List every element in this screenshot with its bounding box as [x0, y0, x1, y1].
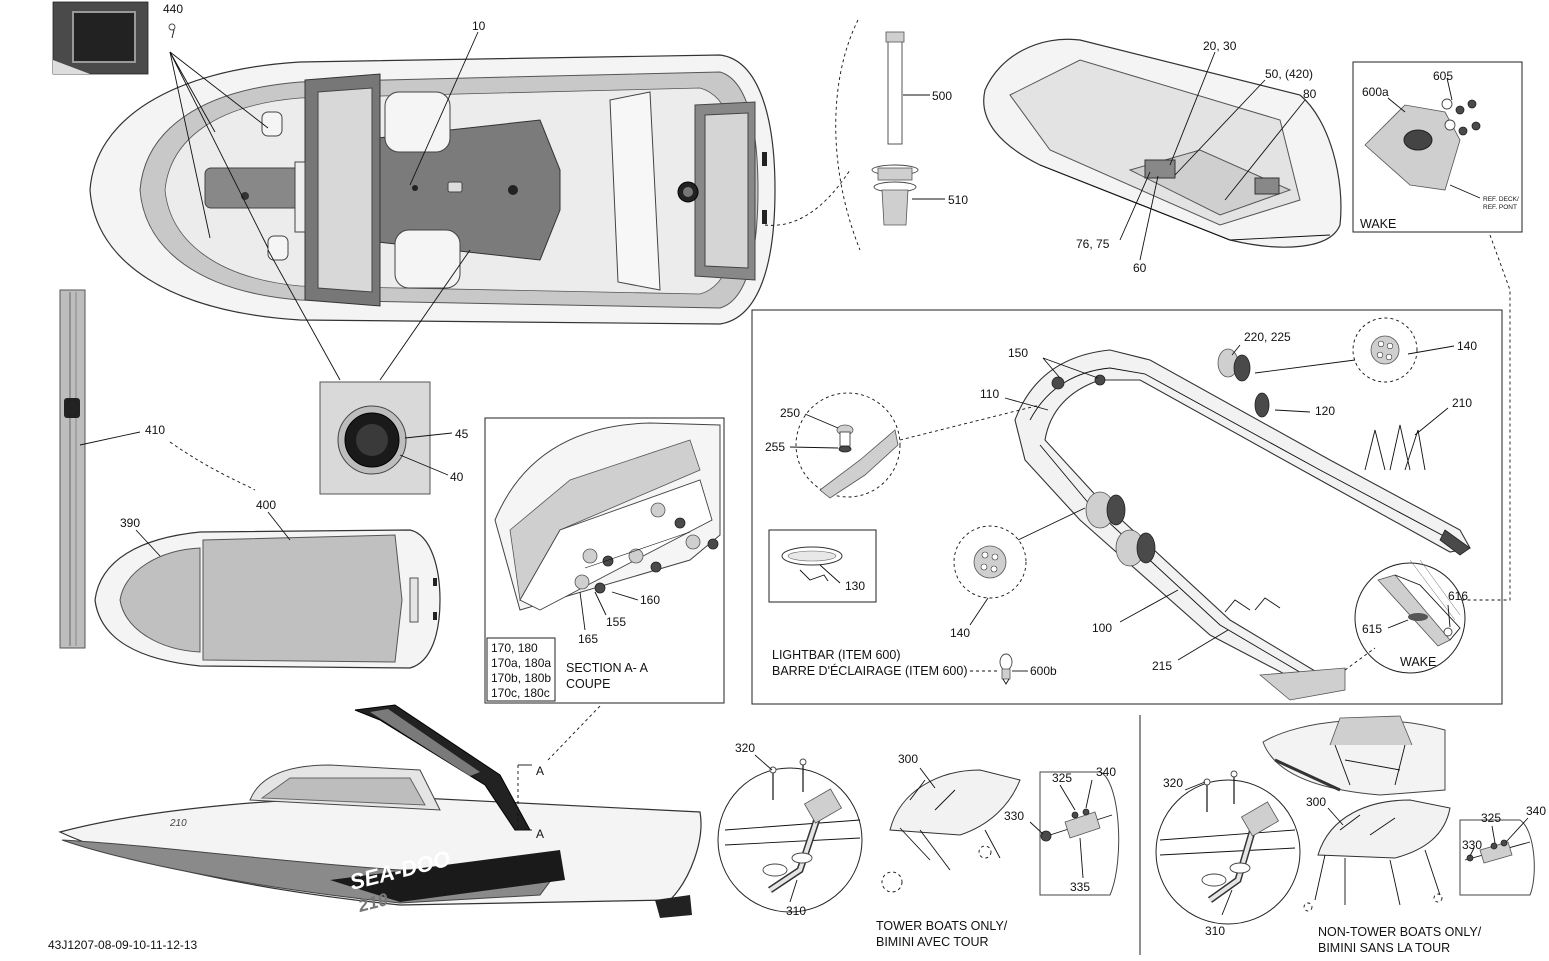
label-605: 605: [1433, 69, 1453, 83]
inset-440: [52, 1, 176, 75]
tower-box: [751, 309, 1503, 705]
tower-caption-2: BIMINI AVEC TOUR: [876, 935, 989, 949]
section-mark-bottom: A: [536, 827, 544, 841]
label-160: 160: [640, 593, 660, 607]
label-250: 250: [780, 406, 800, 420]
label-440: 440: [163, 2, 183, 16]
bimini-nontower-detail: [1155, 770, 1301, 925]
label-50-420: 50, (420): [1265, 67, 1313, 81]
variant-3: 170b, 180b: [491, 671, 551, 685]
label-615: 615: [1362, 622, 1382, 636]
document-code: 43J1207-08-09-10-11-12-13: [48, 938, 198, 952]
bimini-tower-frame: [881, 769, 1021, 893]
ref-deck-1: REF. DECK/: [1483, 196, 1519, 203]
label-140-top: 140: [1457, 339, 1477, 353]
label-325-nontower: 325: [1481, 811, 1501, 825]
label-340-tower: 340: [1096, 765, 1116, 779]
label-60: 60: [1133, 261, 1147, 275]
bimini-tower-detail: [717, 758, 863, 913]
lightbar-caption-1: LIGHTBAR (ITEM 600): [772, 648, 901, 662]
section-caption-1: SECTION A- A: [566, 661, 649, 675]
label-300-tower: 300: [898, 752, 918, 766]
label-110: 110: [980, 387, 999, 401]
label-510: 510: [948, 193, 968, 207]
label-340-nontower: 340: [1526, 804, 1546, 818]
nontower-caption-2: BIMINI SANS LA TOUR: [1318, 941, 1450, 955]
wake-detail-circle: [1354, 559, 1466, 674]
label-500: 500: [932, 89, 952, 103]
label-310-nontower: 310: [1205, 924, 1225, 938]
wake-caption-top: WAKE: [1360, 217, 1396, 231]
label-320-nontower: 320: [1163, 776, 1183, 790]
label-320-tower: 320: [735, 741, 755, 755]
label-600b: 600b: [1030, 664, 1057, 678]
speaker-grill-bottom: [953, 525, 1027, 599]
label-410: 410: [145, 423, 165, 437]
label-600a: 600a: [1362, 85, 1389, 99]
label-215: 215: [1152, 659, 1172, 673]
label-165: 165: [578, 632, 598, 646]
lightbar-caption-2: BARRE D'ÉCLAIRAGE (ITEM 600): [772, 663, 968, 678]
label-150: 150: [1008, 346, 1028, 360]
ref-deck-2: REF. PONT: [1483, 204, 1517, 211]
variant-2: 170a, 180a: [491, 656, 551, 670]
trim-strip-410: [59, 289, 86, 649]
label-300-nontower: 300: [1306, 795, 1326, 809]
label-155: 155: [606, 615, 626, 629]
variant-1: 170, 180: [491, 641, 538, 655]
boat-top-view: [89, 54, 776, 325]
label-210: 210: [1452, 396, 1472, 410]
boat-cover-top: [94, 529, 441, 669]
label-335: 335: [1070, 880, 1090, 894]
section-box: [484, 417, 725, 704]
label-325-tower: 325: [1052, 771, 1072, 785]
bimini-nontower-photo: [1262, 715, 1446, 796]
label-45: 45: [455, 427, 469, 441]
label-616: 616: [1448, 589, 1468, 603]
wake-tower: [1014, 348, 1471, 701]
section-mark-top: A: [536, 764, 544, 778]
tower-speaker-bottom-2: [1115, 529, 1156, 567]
label-20-30: 20, 30: [1203, 39, 1237, 53]
tower-speaker-top: [1217, 348, 1251, 382]
bimini-nontower-mount: [1459, 819, 1535, 896]
tower-light-detail: [795, 392, 901, 499]
label-100: 100: [1092, 621, 1112, 635]
section-caption-2: COUPE: [566, 677, 610, 691]
variant-4: 170c, 180c: [491, 686, 550, 700]
variant-box: [486, 637, 556, 702]
label-130: 130: [845, 579, 865, 593]
tower-speaker-bottom-1: [1085, 491, 1126, 529]
section-detail: [494, 422, 721, 611]
hull-perspective: [983, 38, 1342, 248]
label-140-bottom: 140: [950, 626, 970, 640]
label-390: 390: [120, 516, 140, 530]
label-10: 10: [472, 19, 486, 33]
nontower-caption-1: NON-TOWER BOATS ONLY/: [1318, 925, 1482, 939]
label-120: 120: [1315, 404, 1335, 418]
wake-bracket: [1364, 98, 1481, 191]
speaker-grill-top: [1352, 317, 1418, 383]
label-330-nontower: 330: [1462, 838, 1482, 852]
wake-caption-bottom: WAKE: [1400, 655, 1436, 669]
label-255: 255: [765, 440, 785, 454]
wake-box: [1352, 61, 1523, 233]
bulb-600b: [999, 653, 1013, 685]
tower-speaker-top-2: [1254, 392, 1270, 418]
badge-box: [768, 529, 877, 603]
label-40: 40: [450, 470, 464, 484]
hull-model-small: 210: [169, 818, 187, 829]
bimini-nontower-frame: [1303, 799, 1451, 912]
label-80: 80: [1303, 87, 1317, 101]
boat-side-view: SEA-DOO 210 210: [58, 704, 702, 918]
label-76-75: 76, 75: [1076, 237, 1110, 251]
drain-plug-assembly: [871, 31, 919, 226]
label-310-tower: 310: [786, 904, 806, 918]
bimini-tower-mount: [1039, 771, 1120, 896]
tower-caption-1: TOWER BOATS ONLY/: [876, 919, 1008, 933]
label-400: 400: [256, 498, 276, 512]
label-220-225: 220, 225: [1244, 330, 1291, 344]
label-330-tower: 330: [1004, 809, 1024, 823]
